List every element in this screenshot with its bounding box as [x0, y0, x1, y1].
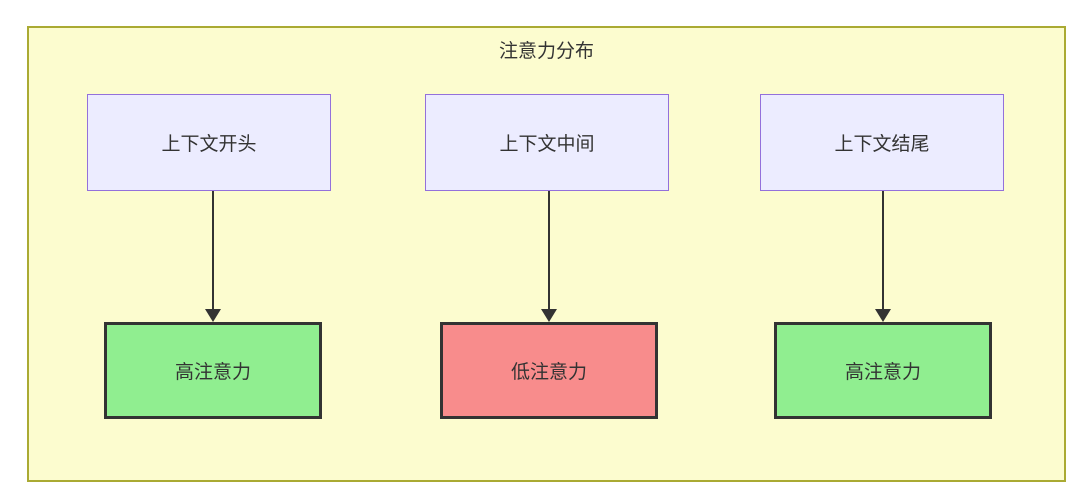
attention-node-beginning-high: 高注意力 [104, 322, 322, 419]
arrow-head-icon [205, 309, 221, 322]
attention-node-middle-low: 低注意力 [440, 322, 658, 419]
arrow-line [882, 191, 884, 309]
arrow-line [212, 191, 214, 309]
arrow-head-icon [875, 309, 891, 322]
arrow-head-icon [541, 309, 557, 322]
context-node-beginning: 上下文开头 [87, 94, 331, 191]
arrow-middle [541, 191, 557, 322]
diagram-title: 注意力分布 [498, 41, 594, 62]
context-node-end: 上下文结尾 [760, 94, 1004, 191]
arrow-line [548, 191, 550, 309]
arrow-beginning [205, 191, 221, 322]
context-node-middle: 上下文中间 [425, 94, 669, 191]
attention-node-end-high: 高注意力 [774, 322, 992, 419]
diagram-container: 注意力分布 上下文开头 高注意力 上下文中间 低注意力 上下文结尾 高注意力 [27, 26, 1066, 482]
arrow-end [875, 191, 891, 322]
